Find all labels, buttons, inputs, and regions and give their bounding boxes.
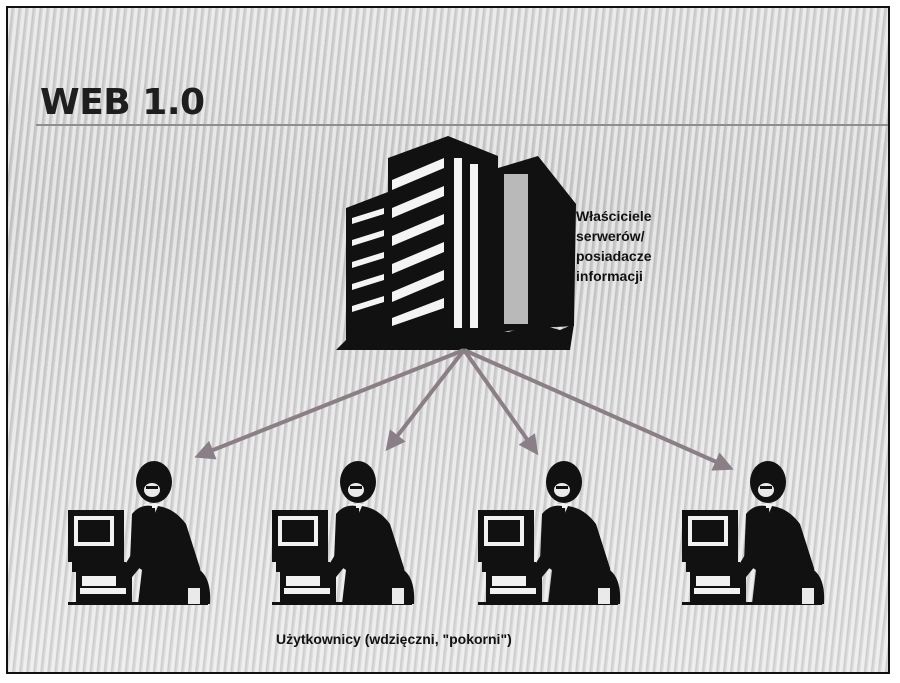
slide-title: WEB 1.0 bbox=[40, 82, 205, 123]
connection-arrows bbox=[194, 348, 734, 471]
arrow-to-user-3 bbox=[462, 348, 539, 456]
web-diagram bbox=[68, 136, 825, 605]
user-at-computer-icon bbox=[68, 461, 211, 605]
arrow-to-user-2 bbox=[385, 348, 466, 452]
arrow-to-user-4 bbox=[463, 348, 734, 471]
user-at-computer-icon bbox=[682, 461, 825, 605]
office-building-icon bbox=[336, 136, 576, 350]
server-owners-label: Właściciele serwerów/ posiadacze informa… bbox=[576, 208, 652, 284]
slide: WEB 1.0 bbox=[6, 6, 890, 674]
users-label: Użytkownicy (wdzięczni, "pokorni") bbox=[276, 631, 512, 647]
title-underline bbox=[36, 124, 888, 126]
user-at-computer-icon bbox=[478, 461, 621, 605]
user-at-computer-icon bbox=[272, 461, 415, 605]
arrow-to-user-1 bbox=[194, 348, 465, 460]
